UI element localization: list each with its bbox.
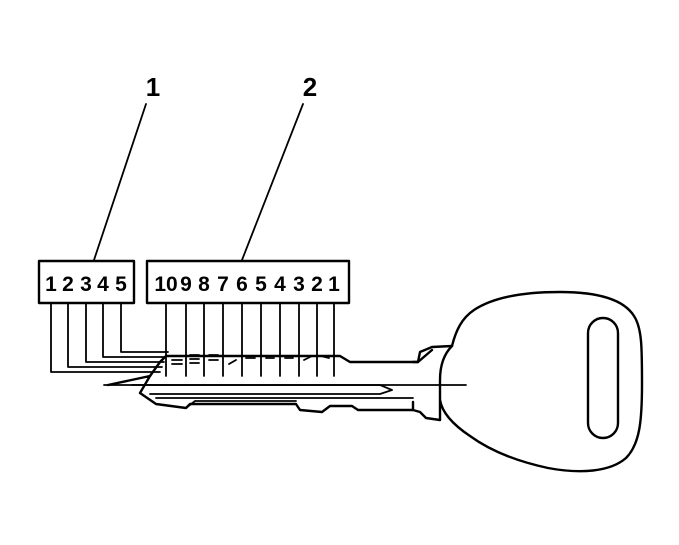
- left-position-1: 1: [45, 273, 57, 296]
- left-position-4: 4: [97, 273, 109, 296]
- right-position-1: 1: [328, 273, 340, 296]
- right-position-4: 4: [274, 273, 286, 296]
- callout-2-leader: [241, 103, 304, 261]
- right-position-10: 10: [154, 273, 177, 296]
- right-position-6: 6: [236, 273, 248, 296]
- right-position-8: 8: [198, 273, 210, 296]
- callout-1-label: 1: [146, 72, 160, 102]
- left-position-leaders: [50, 302, 169, 373]
- right-position-2: 2: [311, 273, 323, 296]
- left-position-3: 3: [80, 273, 92, 296]
- key-blade: [103, 344, 467, 422]
- right-position-9: 9: [180, 273, 192, 296]
- key-ring-slot: [586, 316, 620, 440]
- right-position-box: [145, 259, 351, 305]
- right-position-7: 7: [217, 273, 229, 296]
- left-position-2: 2: [62, 273, 74, 296]
- callout-2-label: 2: [303, 72, 317, 102]
- left-position-labels: 1 2 3 4 5: [45, 273, 127, 296]
- right-position-leaders: [165, 302, 335, 377]
- right-position-5: 5: [255, 273, 267, 296]
- left-position-5: 5: [115, 273, 127, 296]
- key-head: [438, 290, 644, 473]
- right-position-3: 3: [293, 273, 305, 296]
- right-position-labels: 10 9 8 7 6 5 4 3 2 1: [154, 273, 340, 296]
- callout-1-leader: [93, 103, 147, 261]
